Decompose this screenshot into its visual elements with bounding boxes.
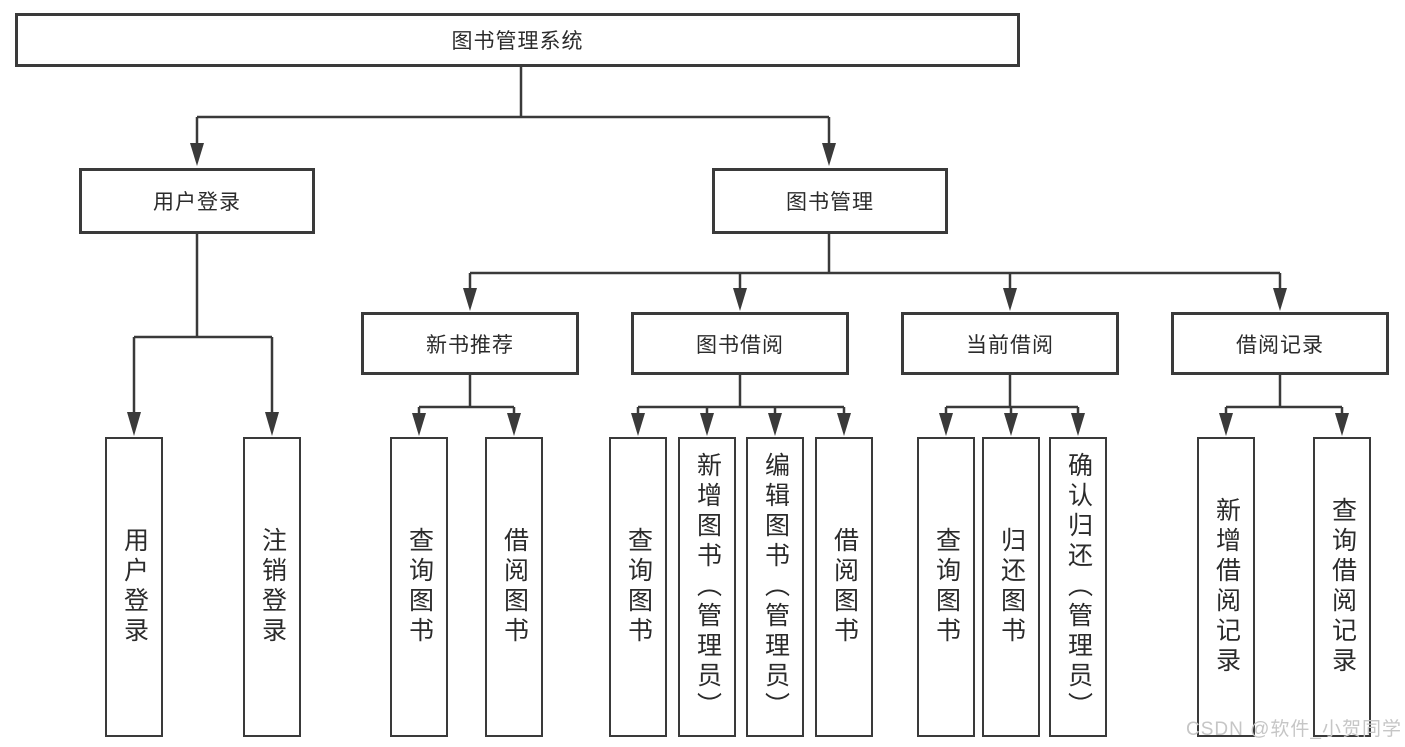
node-book-management: 图书管理 <box>712 168 948 234</box>
node-current-borrowing-label: 当前借阅 <box>966 333 1054 357</box>
leaf-recommend-borrow-books: 借阅图书 <box>485 437 543 737</box>
node-user-login-label: 用户登录 <box>153 191 241 214</box>
leaf-borrowing-add-books-admin: 新增图书（管理员） <box>678 437 736 737</box>
node-book-management-label: 图书管理 <box>786 191 874 214</box>
leaf-current-confirm-return-admin: 确认归还（管理员） <box>1049 437 1107 737</box>
leaf-current-confirm-return-admin-label: 确认归还（管理员） <box>1064 452 1093 722</box>
node-user-login: 用户登录 <box>79 168 315 234</box>
node-book-borrowing: 图书借阅 <box>631 312 849 375</box>
leaf-recommend-borrow-books-label: 借阅图书 <box>500 527 529 647</box>
arrowhead-icons <box>127 143 1349 436</box>
leaf-borrowing-edit-books-admin: 编辑图书（管理员） <box>746 437 804 737</box>
leaf-user-login: 用户登录 <box>105 437 163 737</box>
node-borrowing-records-label: 借阅记录 <box>1236 333 1324 357</box>
leaf-recommend-query-books-label: 查询图书 <box>405 527 434 647</box>
leaf-recommend-query-books: 查询图书 <box>390 437 448 737</box>
leaf-records-add-record-label: 新增借阅记录 <box>1212 497 1241 677</box>
csdn-watermark: CSDN @软件_小贺同学 <box>1186 719 1402 740</box>
leaf-borrowing-edit-books-admin-label: 编辑图书（管理员） <box>761 452 790 722</box>
leaf-current-query-books-label: 查询图书 <box>932 527 961 647</box>
leaf-records-query-record: 查询借阅记录 <box>1313 437 1371 737</box>
leaf-borrowing-query-books: 查询图书 <box>609 437 667 737</box>
node-current-borrowing: 当前借阅 <box>901 312 1119 375</box>
leaf-logout: 注销登录 <box>243 437 301 737</box>
node-root: 图书管理系统 <box>15 13 1020 67</box>
leaf-current-return-books: 归还图书 <box>982 437 1040 737</box>
leaf-borrowing-query-books-label: 查询图书 <box>624 527 653 647</box>
node-book-borrowing-label: 图书借阅 <box>696 333 784 357</box>
leaf-current-return-books-label: 归还图书 <box>997 527 1026 647</box>
node-root-label: 图书管理系统 <box>451 30 584 53</box>
leaf-current-query-books: 查询图书 <box>917 437 975 737</box>
leaf-borrowing-borrow-books: 借阅图书 <box>815 437 873 737</box>
node-new-book-recommend: 新书推荐 <box>361 312 579 375</box>
leaf-borrowing-borrow-books-label: 借阅图书 <box>830 527 859 647</box>
leaf-records-query-record-label: 查询借阅记录 <box>1328 497 1357 677</box>
leaf-logout-label: 注销登录 <box>258 527 287 647</box>
node-new-book-recommend-label: 新书推荐 <box>426 333 514 357</box>
leaf-user-login-label: 用户登录 <box>120 527 149 647</box>
leaf-borrowing-add-books-admin-label: 新增图书（管理员） <box>693 452 722 722</box>
leaf-records-add-record: 新增借阅记录 <box>1197 437 1255 737</box>
node-borrowing-records: 借阅记录 <box>1171 312 1389 375</box>
